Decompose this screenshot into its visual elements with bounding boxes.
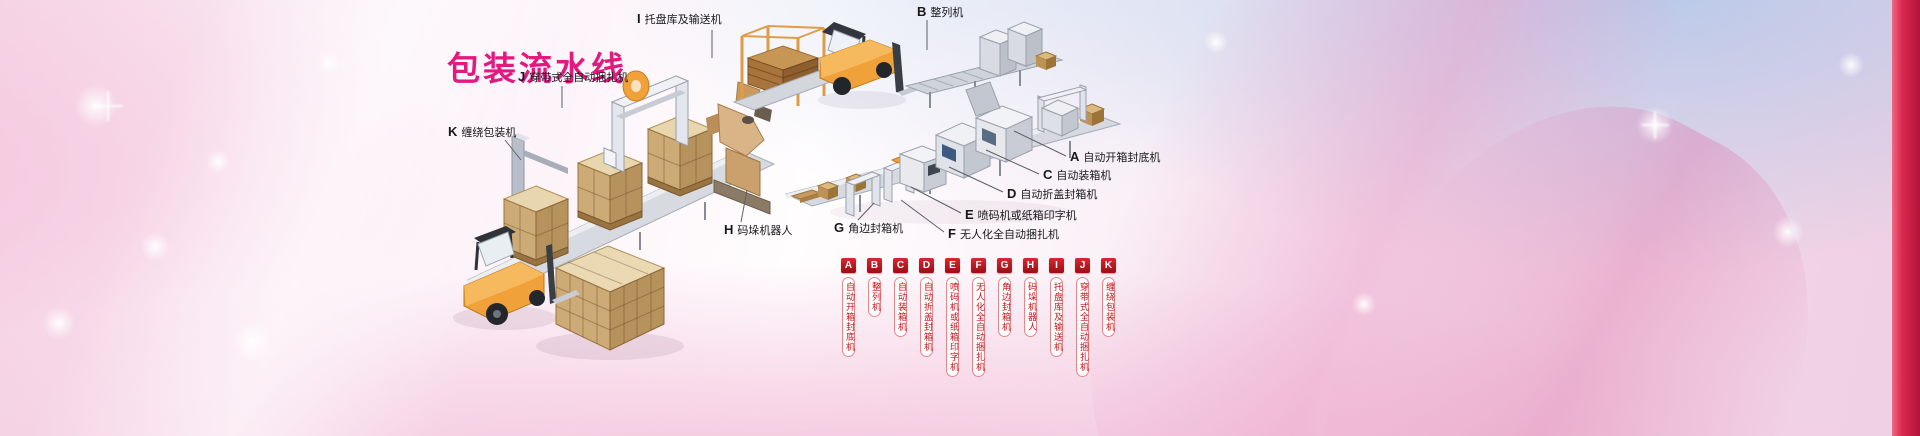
legend-label: 喷码机或纸箱印字机 (946, 277, 959, 377)
machine-label-text: 角边封箱机 (848, 223, 904, 235)
legend-label: 穿带式全自动捆扎机 (1076, 277, 1089, 377)
legend-item-d: D 自动折盖封箱机 (919, 258, 934, 377)
machine-label-letter: H (724, 222, 734, 237)
machine-label-letter: A (1070, 149, 1080, 164)
legend-label: 托盘库及输送机 (1050, 277, 1063, 357)
machine-label-letter: J (518, 69, 526, 84)
machine-label-text: 穿带式全自动捆扎机 (529, 72, 629, 84)
legend-letter-badge: B (867, 258, 882, 273)
legend-item-k: K 缠绕包装机 (1101, 258, 1116, 377)
machine-label-text: 自动开箱封底机 (1083, 152, 1161, 164)
legend-letter-badge: F (971, 258, 986, 273)
machine-label-letter: E (965, 207, 974, 222)
legend-item-b: B 整列机 (867, 258, 882, 377)
sparkle (232, 322, 272, 362)
right-red-stripe (1892, 0, 1920, 436)
sparkle (42, 306, 76, 340)
legend-letter-badge: E (945, 258, 960, 273)
sparkle (1204, 30, 1228, 54)
machine-label-letter: F (948, 226, 956, 241)
legend-label: 自动折盖封箱机 (920, 277, 933, 357)
legend-item-h: H 码垛机器人 (1023, 258, 1038, 377)
machine-label-text: 整列机 (930, 7, 964, 19)
sparkle (140, 232, 170, 262)
legend-letter-badge: H (1023, 258, 1038, 273)
legend-letter-badge: C (893, 258, 908, 273)
legend-item-g: G 角边封箱机 (997, 258, 1012, 377)
sparkle (1352, 292, 1376, 316)
sparkle (206, 150, 230, 174)
legend-label: 码垛机器人 (1024, 277, 1037, 337)
legend-item-e: E 喷码机或纸箱印字机 (945, 258, 960, 377)
machine-label-text: 托盘库及输送机 (644, 14, 722, 26)
legend-label: 自动开箱封底机 (842, 277, 855, 357)
sparkle-glint (107, 91, 109, 121)
legend-letter-badge: J (1075, 258, 1090, 273)
legend-label: 角边封箱机 (998, 277, 1011, 337)
legend-label: 自动装箱机 (894, 277, 907, 337)
machine-label-text: 自动折盖封箱机 (1020, 189, 1098, 201)
legend-letter-badge: D (919, 258, 934, 273)
machine-label-letter: B (917, 4, 927, 19)
legend-letter-badge: A (841, 258, 856, 273)
machine-label-letter: D (1007, 186, 1017, 201)
legend-letter-badge: G (997, 258, 1012, 273)
legend-label: 无人化全自动捆扎机 (972, 277, 985, 377)
legend-item-c: C 自动装箱机 (893, 258, 908, 377)
machine-label-text: 缠绕包装机 (461, 127, 517, 139)
legend-item-i: I 托盘库及输送机 (1049, 258, 1064, 377)
page-title: 包装流水线 (447, 49, 627, 89)
machine-label-letter: I (637, 11, 641, 26)
legend-item-f: F 无人化全自动捆扎机 (971, 258, 986, 377)
legend-letter-badge: I (1049, 258, 1064, 273)
sparkle (318, 52, 340, 74)
legend-item-j: J 穿带式全自动捆扎机 (1075, 258, 1090, 377)
sparkle (1772, 216, 1804, 248)
legend-item-a: A 自动开箱封底机 (841, 258, 856, 377)
machine-label-letter: K (448, 124, 458, 139)
machine-label-letter: C (1043, 167, 1053, 182)
legend-label: 整列机 (868, 277, 881, 317)
legend: A 自动开箱封底机 B 整列机 C 自动装箱机 D 自动折盖封箱机 E 喷码机或… (841, 258, 1116, 377)
legend-label: 缠绕包装机 (1102, 277, 1115, 337)
machine-label-text: 自动装箱机 (1056, 170, 1112, 182)
machine-label-letter: G (834, 220, 845, 235)
machine-label-text: 码垛机器人 (737, 225, 793, 237)
machine-label-text: 喷码机或纸箱印字机 (977, 210, 1077, 222)
sparkle-glint (1654, 111, 1656, 139)
legend-letter-badge: K (1101, 258, 1116, 273)
sparkle (1838, 52, 1864, 78)
machine-label-text: 无人化全自动捆扎机 (959, 229, 1059, 241)
